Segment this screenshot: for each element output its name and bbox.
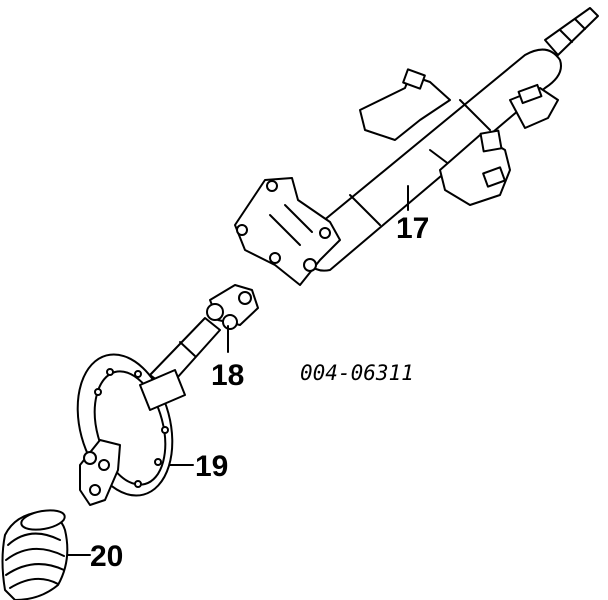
callout-20: 20 bbox=[90, 540, 123, 573]
steering-boot bbox=[1, 509, 69, 600]
steering-column-assembly bbox=[234, 7, 599, 286]
callout-17: 17 bbox=[396, 212, 429, 245]
reference-code: 004-06311 bbox=[300, 361, 414, 385]
callout-19: 19 bbox=[195, 450, 228, 483]
callout-18: 18 bbox=[211, 359, 244, 392]
dash-seal-plate bbox=[76, 353, 186, 506]
intermediate-shaft-ujoint bbox=[149, 284, 259, 389]
